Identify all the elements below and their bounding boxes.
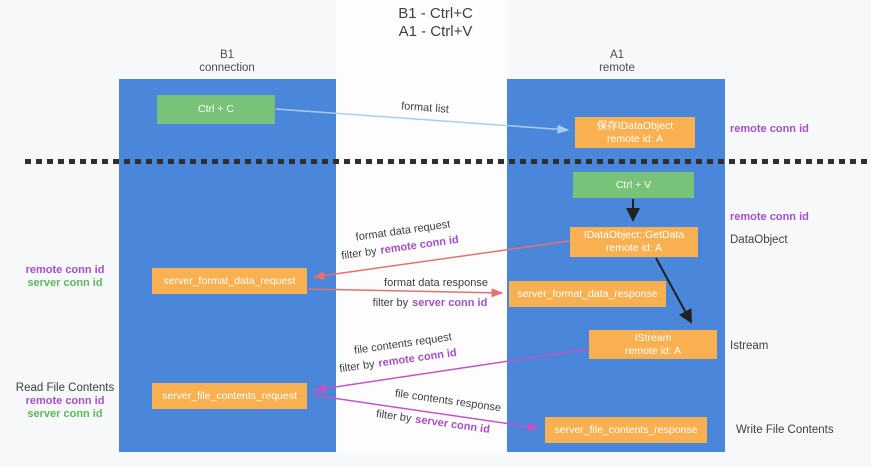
left-column-name: B1: [219, 49, 235, 61]
node-ctrl-v: Ctrl + V: [573, 172, 694, 198]
node-server-file-contents-request: server_file_contents_request: [152, 383, 307, 409]
right-column-role: remote: [599, 62, 635, 74]
node-istream-line1: IStream: [634, 331, 672, 344]
right-column-header: A1 remote: [547, 49, 687, 75]
node-server-file-contents-response: server_file_contents_response: [545, 417, 707, 443]
label-remote-conn-id-top-right: remote conn id: [730, 123, 809, 135]
label-dataobject: DataObject: [730, 234, 788, 246]
label-server-conn-id-left-2: server conn id: [27, 408, 103, 420]
label-remote-conn-id-left-2: remote conn id: [25, 395, 105, 407]
node-istream: IStream remote id: A: [589, 330, 717, 359]
node-file-response-label: server_file_contents_response: [554, 423, 698, 436]
label-read-file-contents: Read File Contents: [15, 382, 115, 394]
node-file-request-label: server_file_contents_request: [162, 389, 297, 402]
node-save-idataobject: 保存IDataObject remote id: A: [575, 117, 695, 148]
node-getdata-line2: remote id: A: [605, 242, 663, 254]
label-format-data-response: format data response: [384, 277, 488, 289]
node-getdata-line1: IDataObject::GetData: [583, 229, 685, 241]
node-save-idataobject-line2: remote id: A: [606, 132, 664, 145]
diagram-title: B1 - Ctrl+C A1 - Ctrl+V: [0, 5, 871, 41]
node-ctrl-v-label: Ctrl + V: [615, 178, 652, 191]
left-column-role: connection: [199, 62, 255, 74]
title-line-1: B1 - Ctrl+C: [398, 5, 473, 22]
left-conn-id-block-1: remote conn id server conn id: [9, 264, 121, 290]
node-ctrl-c-label: Ctrl + C: [198, 103, 234, 115]
label-write-file-contents: Write File Contents: [736, 424, 834, 436]
node-istream-line2: remote id: A: [624, 344, 682, 357]
right-column-name: A1: [609, 49, 625, 61]
label-istream-right: Istream: [730, 340, 769, 352]
left-conn-id-block-2: Read File Contents remote conn id server…: [9, 381, 121, 421]
node-format-request-label: server_format_data_request: [163, 274, 296, 287]
label-remote-conn-id-left-1: remote conn id: [25, 264, 105, 276]
node-server-format-data-request: server_format_data_request: [152, 268, 307, 294]
node-save-idataobject-line1: 保存IDataObject: [596, 119, 674, 132]
node-ctrl-c: Ctrl + C: [157, 95, 275, 124]
dashed-separator-line: [25, 159, 871, 164]
node-server-format-data-response: server_format_data_response: [509, 281, 666, 307]
node-format-response-label: server_format_data_response: [517, 287, 658, 300]
node-idataobject-getdata: IDataObject::GetData remote id: A: [570, 227, 698, 257]
label-server-conn-id-left-1: server conn id: [27, 277, 103, 289]
title-line-2: A1 - Ctrl+V: [398, 23, 473, 40]
label-remote-conn-id-mid-right: remote conn id: [730, 211, 809, 223]
left-column-header: B1 connection: [157, 49, 297, 75]
